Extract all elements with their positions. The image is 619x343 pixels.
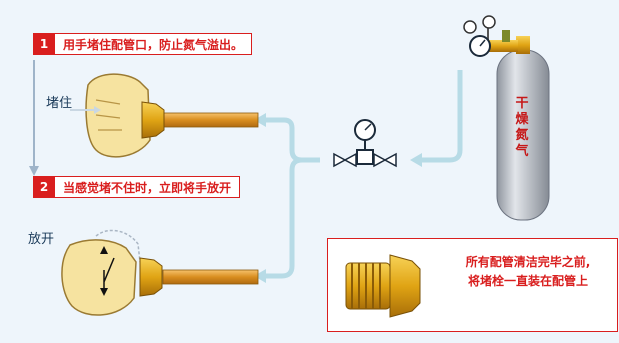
tank-to-valve-arrow	[420, 70, 463, 163]
flow-arrows	[262, 70, 463, 279]
regulator-icon	[463, 15, 518, 57]
valve-to-upper-pipe-arrow	[262, 117, 320, 163]
step-text: 用手堵住配管口，防止氮气溢出。	[55, 33, 253, 55]
tank-label: 干燥氮气	[515, 96, 529, 159]
note-line-1: 所有配管清洁完毕之前,	[465, 255, 591, 269]
blocking-hand-icon	[85, 73, 151, 158]
plug-note-text: 所有配管清洁完毕之前, 将堵栓一直装在配管上	[448, 253, 608, 291]
plug-note-box: 所有配管清洁完毕之前, 将堵栓一直装在配管上	[327, 238, 618, 332]
valve-arrowhead	[410, 153, 422, 167]
block-label: 堵住	[46, 96, 73, 111]
upper-pipe-fitting-icon	[141, 101, 259, 139]
valve-to-lower-pipe-arrow	[262, 157, 320, 279]
step-2: 2 当感觉堵不住时，立即将手放开	[33, 176, 241, 198]
plug-fitting-icon	[345, 254, 421, 318]
release-label: 放开	[28, 232, 55, 247]
step-number: 1	[33, 33, 55, 55]
step-text: 当感觉堵不住时，立即将手放开	[55, 176, 241, 198]
step-number: 2	[33, 176, 55, 198]
releasing-hand-icon	[61, 229, 141, 316]
upper-arrowhead	[254, 113, 266, 127]
note-line-2: 将堵栓一直装在配管上	[467, 274, 588, 288]
step-1: 1 用手堵住配管口，防止氮气溢出。	[33, 33, 253, 55]
nitrogen-tank-icon	[496, 36, 550, 221]
lower-pipe-fitting-icon	[139, 257, 259, 297]
lower-arrowhead	[254, 269, 266, 283]
valve-gauge-icon	[333, 119, 397, 168]
step-guide-arrow	[29, 166, 39, 176]
